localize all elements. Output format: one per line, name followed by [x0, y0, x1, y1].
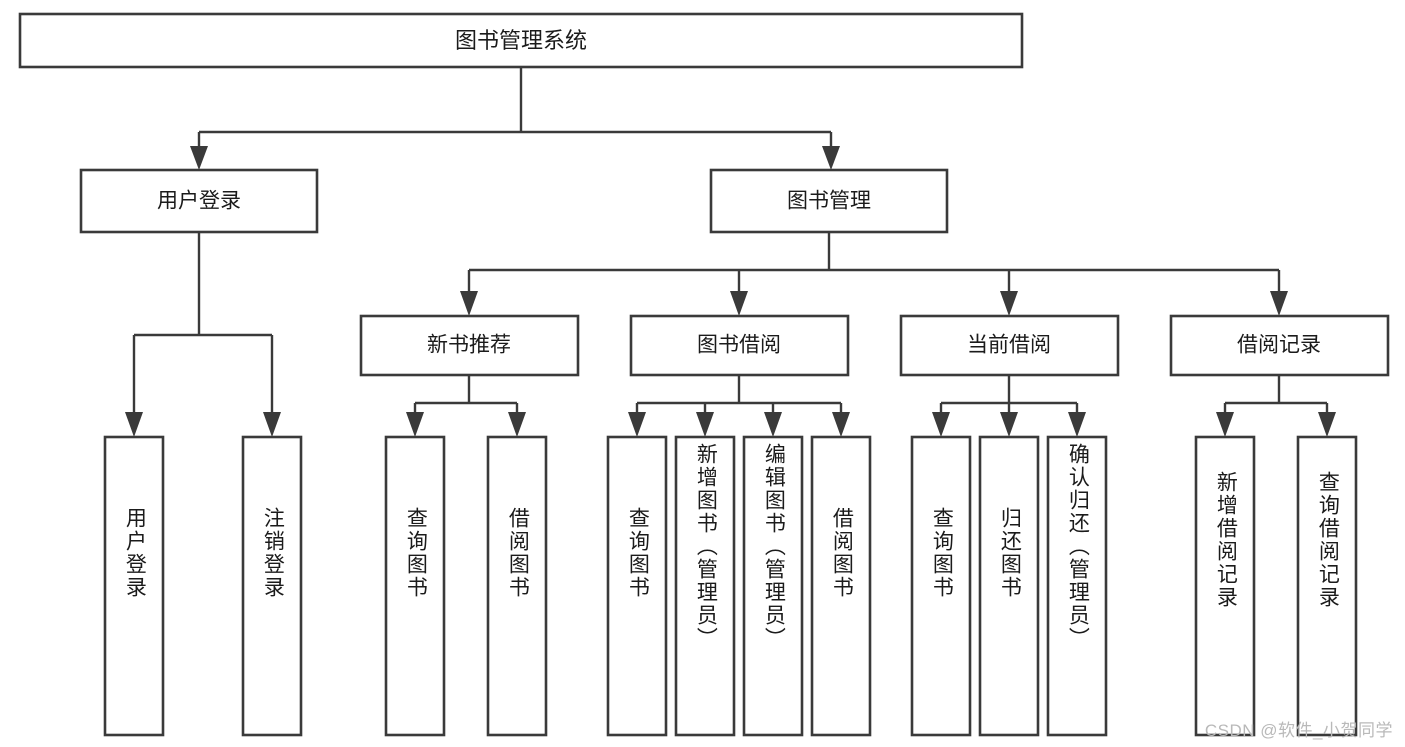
arrow-to-leaf-query-book-3	[932, 412, 950, 437]
node-current-borrow-box[interactable]	[899, 314, 1120, 377]
arrow-to-leaf-borrow-book-1	[508, 412, 526, 437]
arrow-to-leaf-query-record	[1318, 412, 1336, 437]
node-current-borrow-label: 当前借阅	[967, 334, 1051, 357]
connector-root-to-level2	[197, 67, 833, 149]
arrow-to-book-borrow	[730, 291, 748, 316]
arrow-to-user-login	[190, 146, 208, 170]
arrow-to-leaf-add-book	[696, 412, 714, 437]
node-borrow-record-label: 借阅记录	[1237, 334, 1321, 357]
leaf-box-query-book-2[interactable]	[606, 435, 668, 737]
connector-borrow-record-to-leaves	[1223, 375, 1329, 416]
arrow-to-current-borrow	[1000, 291, 1018, 316]
connector-book-borrow-to-leaves	[635, 375, 843, 416]
connector-new-book-recommend-to-leaves	[413, 375, 519, 416]
connector-user-login-to-leaves	[132, 232, 274, 416]
connector-current-borrow-to-leaves	[939, 375, 1079, 416]
arrow-to-leaf-return-book	[1000, 412, 1018, 437]
leaf-box-query-book-3[interactable]	[910, 435, 972, 737]
leaf-box-borrow-book-2[interactable]	[810, 435, 872, 737]
leaf-box-edit-book[interactable]	[742, 435, 804, 737]
leaf-box-user-login[interactable]	[103, 435, 165, 737]
node-user-login-label: 用户登录	[157, 190, 241, 213]
arrow-to-leaf-add-record	[1216, 412, 1234, 437]
node-book-borrow-label: 图书借阅	[697, 334, 781, 357]
node-root-label: 图书管理系统	[455, 28, 587, 53]
leaf-box-return-book[interactable]	[978, 435, 1040, 737]
arrow-to-book-management	[822, 146, 840, 170]
node-book-management-box[interactable]	[709, 168, 949, 234]
node-root-box[interactable]	[18, 12, 1024, 69]
node-user-login-box[interactable]	[79, 168, 319, 234]
leaf-box-logout[interactable]	[241, 435, 303, 737]
arrow-to-leaf-borrow-book-2	[832, 412, 850, 437]
leaf-box-borrow-book-1[interactable]	[486, 435, 548, 737]
connector-layer	[125, 67, 1336, 437]
node-book-borrow[interactable]: 图书借阅	[629, 314, 850, 377]
node-user-login[interactable]: 用户登录	[79, 168, 319, 234]
node-borrow-record[interactable]: 借阅记录	[1169, 314, 1390, 377]
node-new-book-recommend[interactable]: 新书推荐	[359, 314, 580, 377]
node-borrow-record-box[interactable]	[1169, 314, 1390, 377]
arrow-to-leaf-query-book-1	[406, 412, 424, 437]
node-book-borrow-box[interactable]	[629, 314, 850, 377]
node-root[interactable]: 图书管理系统	[18, 12, 1024, 69]
leaf-box-query-record[interactable]	[1296, 435, 1358, 737]
leaf-box-confirm-return[interactable]	[1046, 435, 1108, 737]
leaf-box-query-book-1[interactable]	[384, 435, 446, 737]
arrow-to-new-book-recommend	[460, 291, 478, 316]
arrow-to-leaf-query-book-2	[628, 412, 646, 437]
node-book-management-label: 图书管理	[787, 190, 871, 213]
arrow-to-leaf-edit-book	[764, 412, 782, 437]
leaf-box-add-book[interactable]	[674, 435, 736, 737]
arrow-to-borrow-record	[1270, 291, 1288, 316]
node-book-management[interactable]: 图书管理	[709, 168, 949, 234]
connector-book-management-to-level3	[467, 232, 1281, 295]
node-new-book-recommend-box[interactable]	[359, 314, 580, 377]
arrow-to-leaf-user-login	[125, 412, 143, 437]
leaf-box-add-record[interactable]	[1194, 435, 1256, 737]
arrow-to-leaf-logout	[263, 412, 281, 437]
arrow-to-leaf-confirm-return	[1068, 412, 1086, 437]
node-new-book-recommend-label: 新书推荐	[427, 334, 511, 357]
watermark-text: CSDN @软件_小贺同学	[1204, 721, 1393, 740]
node-current-borrow[interactable]: 当前借阅	[899, 314, 1120, 377]
